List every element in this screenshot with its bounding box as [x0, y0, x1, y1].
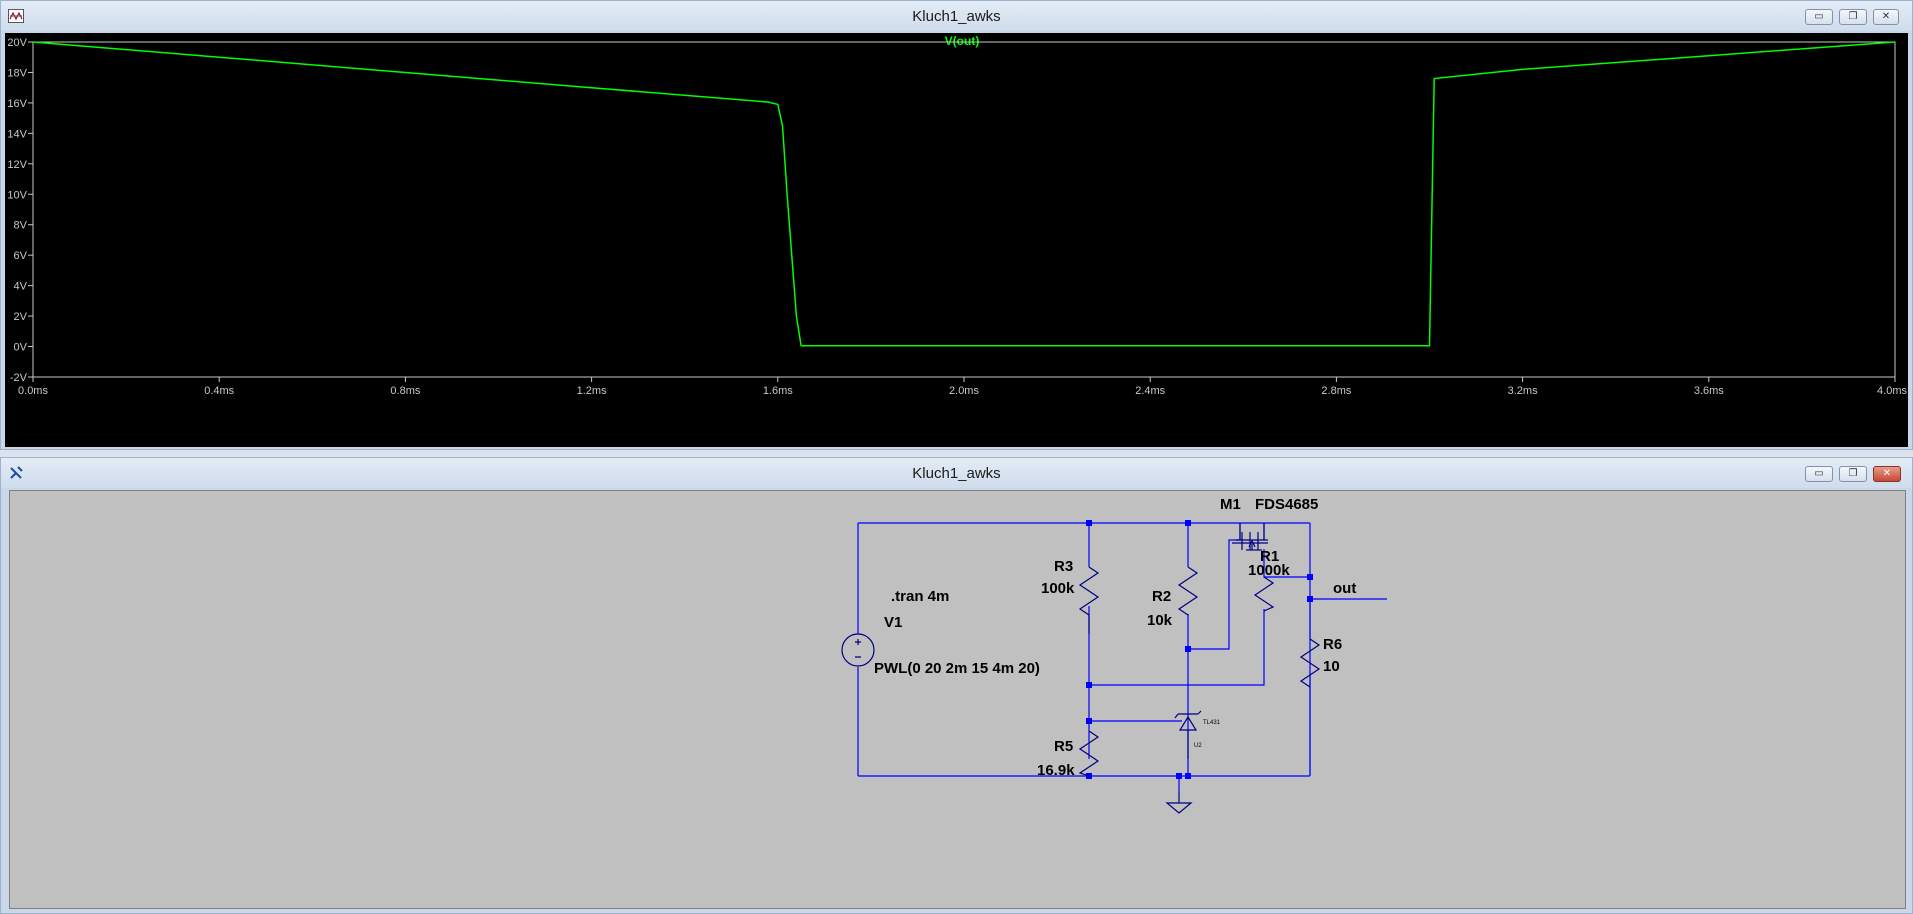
schematic-app-icon: [10, 466, 23, 479]
schematic-drawing[interactable]: M1 FDS4685 R1 1000k R2 10k R3 100k R5 16…: [10, 491, 1905, 908]
y-tick-label: 14V: [7, 128, 27, 140]
schematic-titlebar[interactable]: Kluch1_awks ▭ ❐ ✕: [1, 458, 1912, 488]
r1-name-label[interactable]: R1: [1260, 548, 1279, 565]
v1-voltage-source[interactable]: [841, 633, 875, 667]
schematic-window: Kluch1_awks ▭ ❐ ✕: [0, 457, 1913, 914]
y-tick-label: 16V: [7, 98, 27, 110]
waveform-chart[interactable]: V(out) 20V 18V 16V 14V 12V 10V 8V 6V 4V 2V 0V -2V 0…: [5, 33, 1908, 447]
r3-value-label[interactable]: 100k: [1041, 580, 1075, 597]
waveform-app-icon: [8, 9, 24, 23]
schematic-canvas[interactable]: M1 FDS4685 R1 1000k R2 10k R3 100k R5 16…: [9, 490, 1906, 909]
x-tick-label: 1.6ms: [763, 385, 793, 397]
trace-label[interactable]: V(out): [945, 34, 980, 48]
y-tick-label: 4V: [14, 281, 28, 293]
minimize-button[interactable]: ▭: [1805, 9, 1833, 25]
waveform-titlebar[interactable]: Kluch1_awks ▭ ❐ ✕: [1, 1, 1912, 31]
y-tick-label: 10V: [7, 189, 27, 201]
wires[interactable]: [857, 522, 1387, 791]
x-tick-label: 3.6ms: [1694, 385, 1724, 397]
m1-name-label[interactable]: M1: [1220, 496, 1241, 513]
y-tick-label: 18V: [7, 67, 27, 79]
restore-button[interactable]: ❐: [1839, 9, 1867, 25]
r6-name-label[interactable]: R6: [1323, 636, 1342, 653]
restore-button[interactable]: ❐: [1839, 466, 1867, 482]
y-tick-label: 8V: [14, 220, 28, 232]
m1-part-label[interactable]: FDS4685: [1255, 496, 1318, 513]
close-button[interactable]: ✕: [1873, 466, 1901, 482]
x-tick-label: 0.4ms: [204, 385, 234, 397]
r3-name-label[interactable]: R3: [1054, 558, 1073, 575]
r2-symbol: [1177, 566, 1199, 617]
u2-part-label: TL431: [1203, 720, 1221, 726]
plot-frame: [32, 41, 1896, 378]
y-tick-label: 12V: [7, 159, 27, 171]
x-tick-label: 2.8ms: [1321, 385, 1351, 397]
y-tick-label: 6V: [14, 250, 28, 262]
u2-tl431-symbol[interactable]: [1174, 710, 1202, 759]
r5-symbol: [1078, 730, 1100, 777]
r2-value-label[interactable]: 10k: [1147, 612, 1173, 629]
x-tick-label: 4.0ms: [1877, 385, 1907, 397]
x-tick-label: 0.0ms: [18, 385, 48, 397]
m1-mosfet-symbol[interactable]: [1232, 523, 1268, 551]
v1-value-label[interactable]: PWL(0 20 2m 15 4m 20): [874, 660, 1040, 677]
r3-symbol: [1078, 566, 1100, 634]
schematic-window-title: Kluch1_awks: [912, 465, 1001, 482]
tran-directive[interactable]: .tran 4m: [891, 588, 949, 605]
y-axis: 20V 18V 16V 14V 12V 10V 8V 6V 4V 2V 0V -2V: [7, 37, 33, 384]
x-tick-label: 2.0ms: [949, 385, 979, 397]
r6-value-label[interactable]: 10: [1323, 658, 1340, 675]
trace-line-vout[interactable]: [32, 41, 1896, 347]
r5-name-label[interactable]: R5: [1054, 738, 1073, 755]
x-tick-label: 1.2ms: [577, 385, 607, 397]
y-tick-label: 0V: [14, 342, 28, 354]
close-button[interactable]: ✕: [1873, 9, 1899, 25]
x-tick-label: 0.8ms: [390, 385, 420, 397]
waveform-window: Kluch1_awks ▭ ❐ ✕ V(out) 20V 18V 16V 14V 12V…: [0, 0, 1913, 450]
r5-value-label[interactable]: 16.9k: [1037, 762, 1075, 779]
plot-area[interactable]: V(out) 20V 18V 16V 14V 12V 10V 8V 6V 4V 2V 0V -2V 0…: [5, 33, 1908, 447]
resistor-symbols[interactable]: [1078, 566, 1321, 777]
y-tick-label: -2V: [10, 372, 28, 384]
u2-name-label: U2: [1194, 743, 1202, 749]
v1-name-label[interactable]: V1: [884, 614, 902, 631]
ground-symbol: [1165, 791, 1193, 814]
minimize-button[interactable]: ▭: [1805, 466, 1833, 482]
waveform-window-title: Kluch1_awks: [912, 8, 1001, 25]
y-tick-label: 20V: [7, 37, 27, 49]
r6-symbol: [1299, 638, 1321, 688]
y-tick-label: 2V: [14, 311, 28, 323]
x-axis: 0.0ms 0.4ms 0.8ms 1.2ms 1.6ms 2.0ms 2.4ms 2.8ms…: [18, 377, 1907, 397]
x-tick-label: 2.4ms: [1135, 385, 1165, 397]
r2-name-label[interactable]: R2: [1152, 588, 1171, 605]
net-out-label[interactable]: out: [1333, 580, 1356, 597]
r1-value-label[interactable]: 1000k: [1248, 562, 1290, 579]
x-tick-label: 3.2ms: [1508, 385, 1538, 397]
r1-symbol: [1253, 576, 1275, 612]
